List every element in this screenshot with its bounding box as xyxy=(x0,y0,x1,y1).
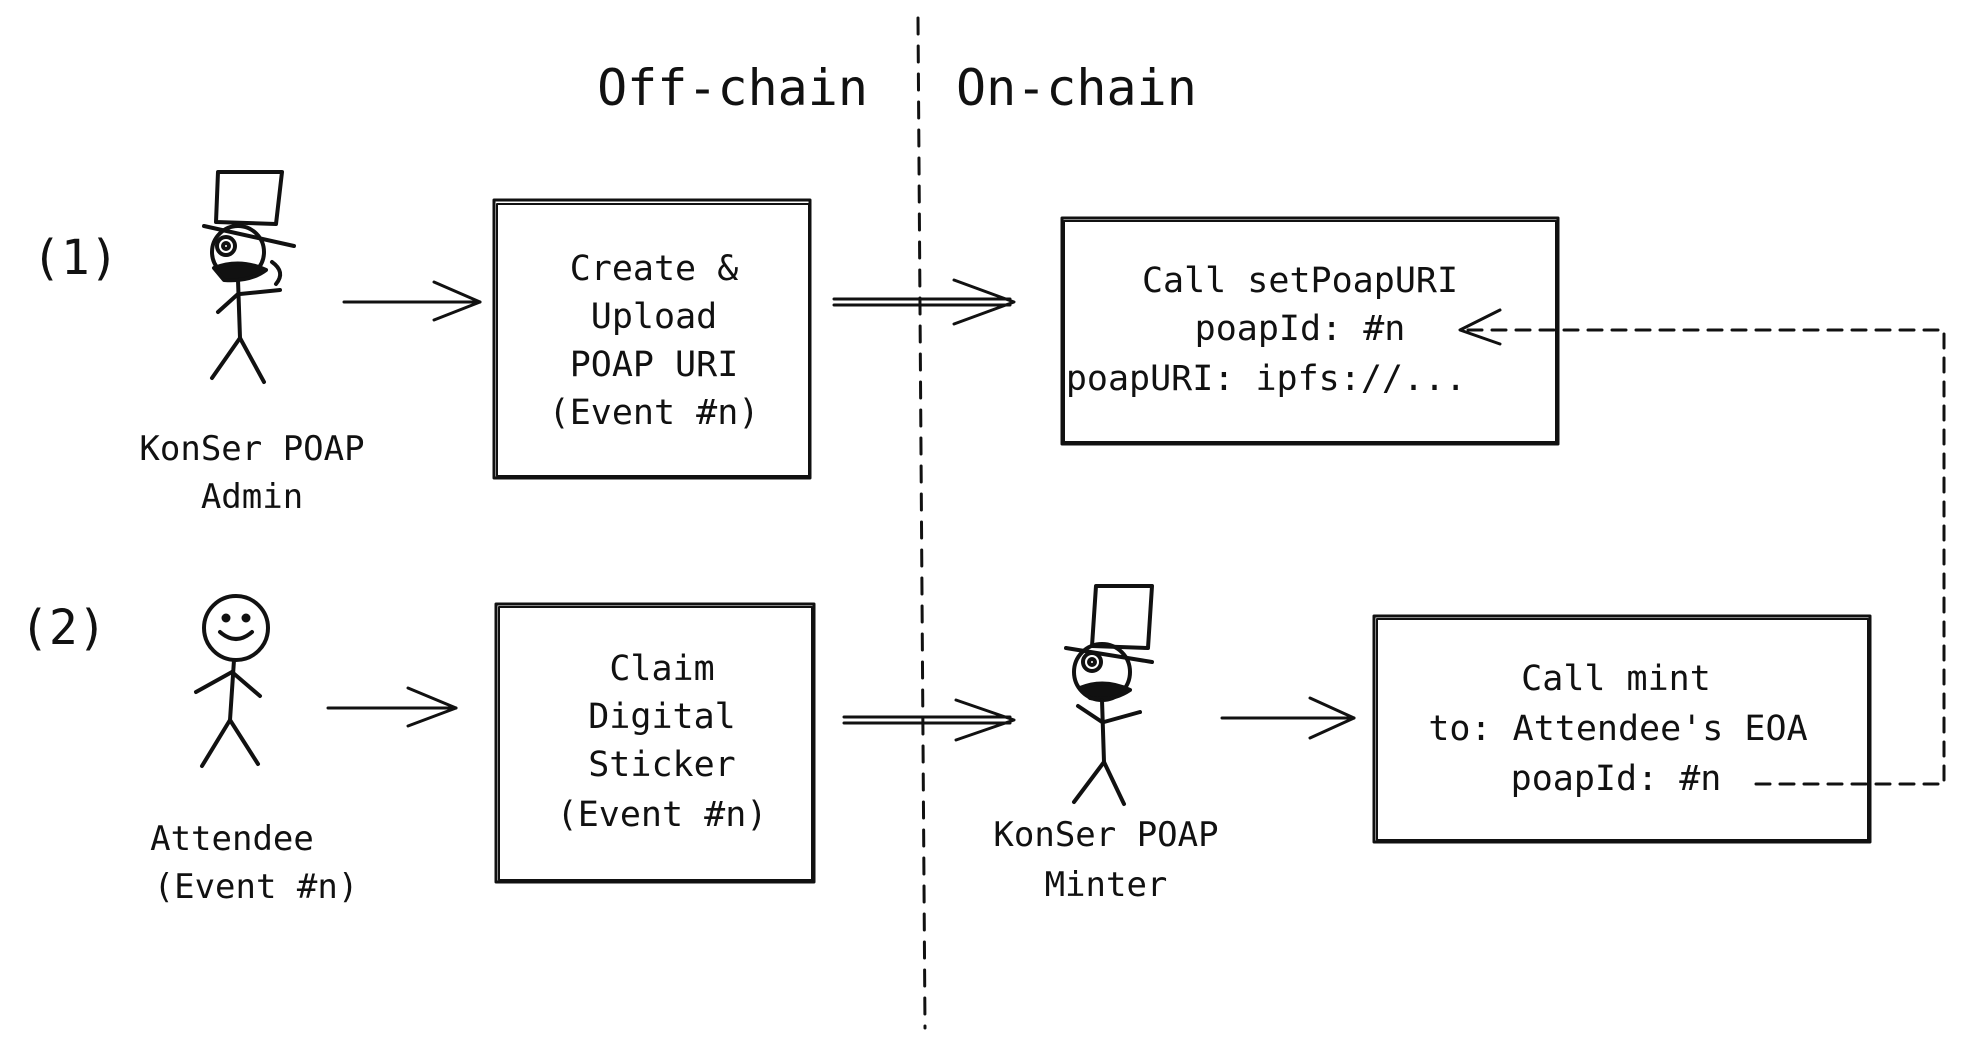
step-2-label: (2) xyxy=(20,600,107,656)
attendee-label-line1: Attendee xyxy=(150,819,314,859)
admin-label-line2: Admin xyxy=(201,477,303,517)
claim-line2: Digital xyxy=(588,697,736,737)
arrow-attendee-to-claim xyxy=(326,686,458,728)
arrow-create-to-seturi xyxy=(832,278,1016,326)
claim-line4: (Event #n) xyxy=(557,795,768,835)
step-1-label: (1) xyxy=(32,230,119,286)
set-uri-line2: poapId: #n xyxy=(1195,309,1406,349)
attendee-figure-icon xyxy=(194,594,270,768)
admin-label-line1: KonSer POAP xyxy=(139,429,364,469)
set-poap-uri-box: Call setPoapURI poapId: #n poapURI: ipfs… xyxy=(1060,216,1560,446)
set-uri-line1: Call setPoapURI xyxy=(1142,261,1458,301)
create-upload-line1: Create & xyxy=(570,249,739,289)
create-upload-line4: (Event #n) xyxy=(549,393,760,433)
mint-line3: poapId: #n xyxy=(1511,759,1722,799)
chain-divider-line xyxy=(916,16,927,1030)
minter-figure-icon xyxy=(1064,584,1154,806)
arrow-minter-to-mint xyxy=(1220,696,1356,740)
mint-line1: Call mint xyxy=(1521,659,1711,699)
claim-sticker-box: Claim Digital Sticker (Event #n) xyxy=(494,602,816,884)
set-uri-line3: poapURI: ipfs://... xyxy=(1066,359,1466,399)
claim-line3: Sticker xyxy=(588,745,736,785)
admin-hat-icon xyxy=(214,170,284,226)
minter-label-line1: KonSer POAP xyxy=(993,815,1218,855)
minter-label-line2: Minter xyxy=(1045,865,1168,905)
minter-hat-icon xyxy=(1090,584,1154,650)
off-chain-heading: Off-chain xyxy=(597,59,868,117)
mint-line2: to: Attendee's EOA xyxy=(1428,709,1807,749)
arrow-claim-to-minter xyxy=(842,698,1016,742)
admin-figure-icon xyxy=(202,170,296,384)
attendee-label-line2: (Event #n) xyxy=(154,867,359,907)
create-upload-line2: Upload xyxy=(591,297,717,337)
claim-line1: Claim xyxy=(609,649,714,689)
create-upload-line3: POAP URI xyxy=(570,345,739,385)
create-upload-box: Create & Upload POAP URI (Event #n) xyxy=(492,198,812,480)
dashed-link-mint-to-seturi xyxy=(1458,308,1946,786)
arrow-admin-to-create xyxy=(342,280,482,322)
on-chain-heading: On-chain xyxy=(956,59,1197,117)
mint-box: Call mint to: Attendee's EOA poapId: #n xyxy=(1372,614,1872,844)
